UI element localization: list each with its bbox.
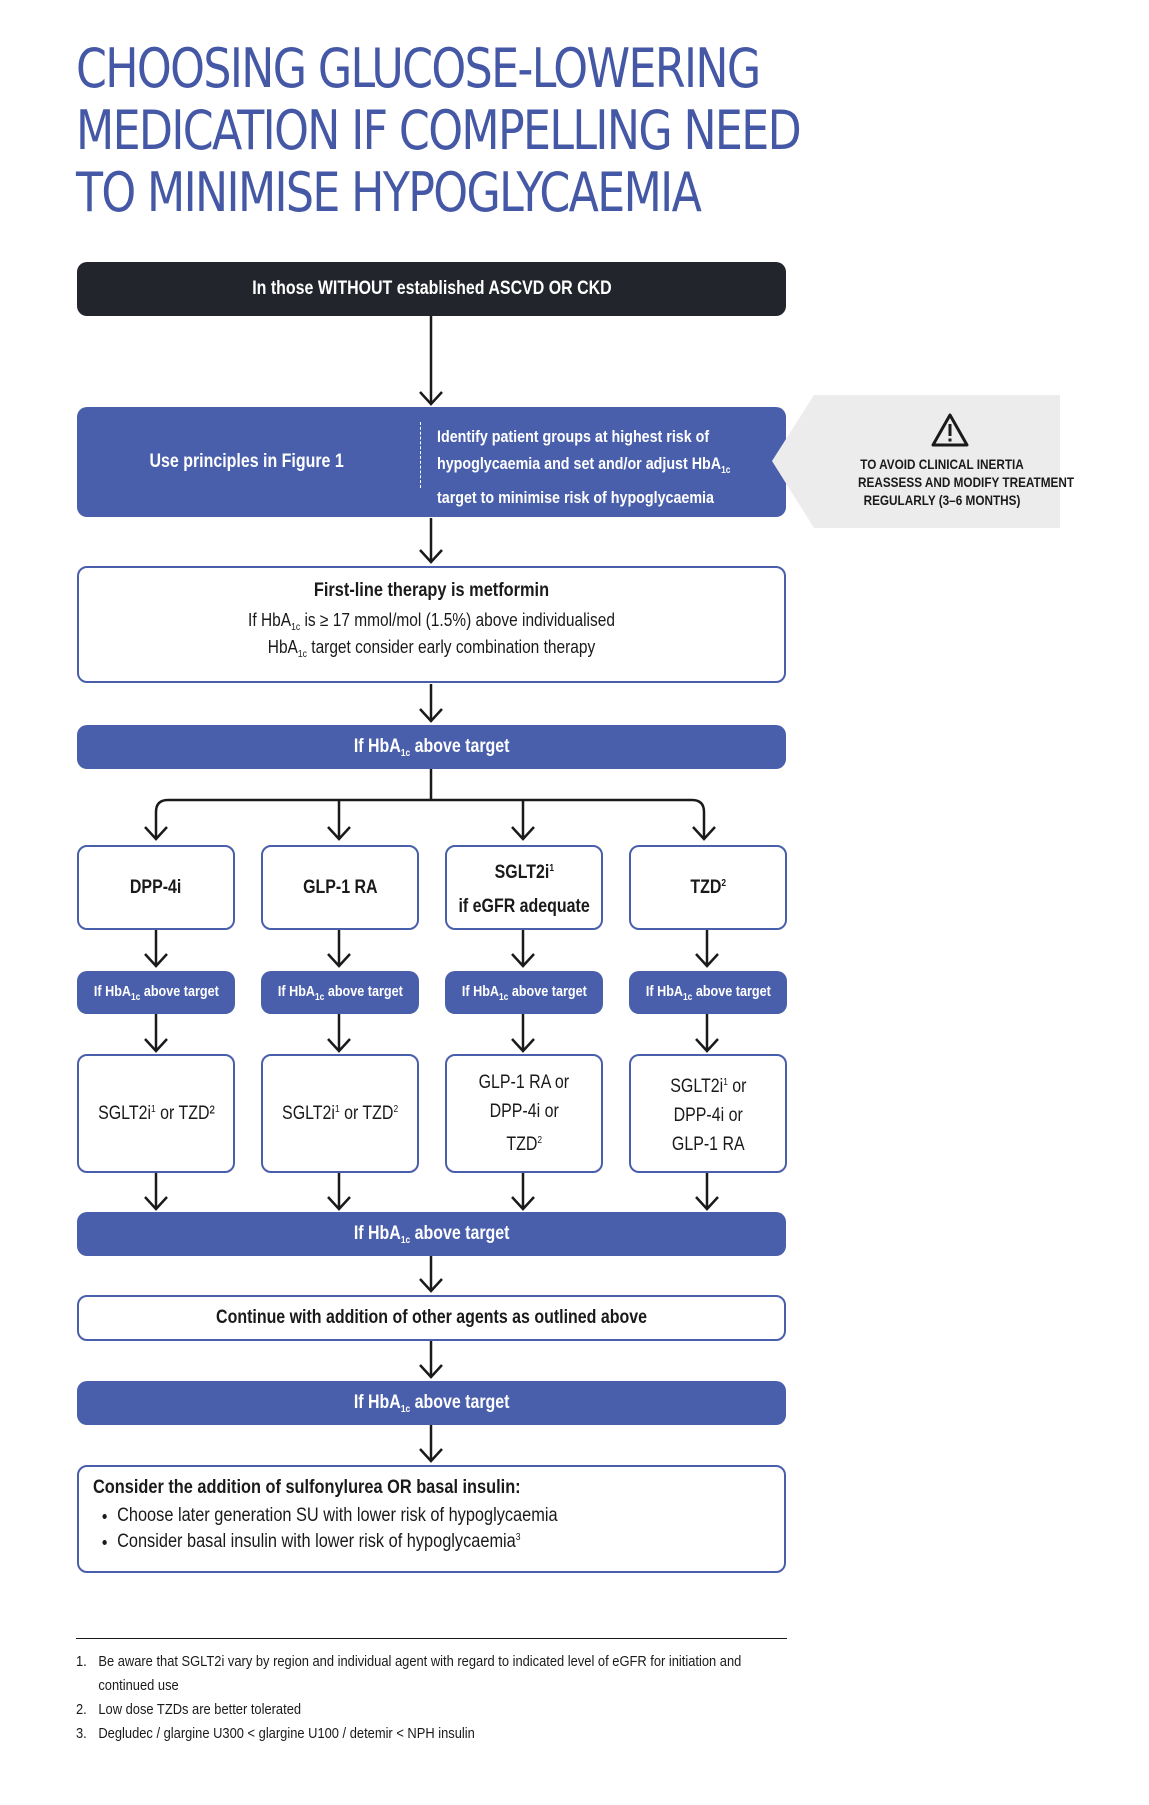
principles-right: Identify patient groups at highest risk … [437,423,777,511]
hba1c-above-target-glp1ra: If HbA1c above target [261,971,419,1014]
inertia-note: TO AVOID CLINICAL INERTIA REASSESS AND M… [772,395,1075,528]
hba1c-above-target-tzd: If HbA1c above target [629,971,787,1014]
footnotes: 1.Be aware that SGLT2i vary by region an… [76,1650,796,1746]
inertia-note-text: TO AVOID CLINICAL INERTIA REASSESS AND M… [858,456,1075,508]
title-line-3: TO MINIMISE HYPOGLYCAEMIA [76,161,702,224]
first-line-detail-1: If HbA1c is ≥ 17 mmol/mol (1.5%) above i… [248,610,615,633]
hba1c-above-target-3: If HbA1c above target [77,1381,786,1425]
principles-left: Use principles in Figure 1 [77,407,417,517]
population-box: In those WITHOUT established ASCVD OR CK… [77,262,786,316]
option-glp1ra: GLP-1 RA [261,845,419,930]
final-bullet-2: Consider basal insulin with lower risk o… [117,1531,781,1553]
first-line-box: First-line therapy is metformin If HbA1c… [77,566,786,683]
arrowhead-2 [419,549,443,564]
continue-box: Continue with addition of other agents a… [77,1295,786,1341]
population-text: In those WITHOUT established ASCVD OR CK… [251,278,612,299]
option-sglt2i: SGLT2i1 if eGFR adequate [445,845,603,930]
final-bullet-1: Choose later generation SU with lower ri… [117,1505,781,1527]
hba1c-above-target-2: If HbA1c above target [77,1212,786,1256]
final-heading: Consider the addition of sulfonylurea OR… [93,1477,521,1498]
principles-divider [420,422,421,488]
first-line-detail-2: HbA1c target consider early combination … [267,637,596,660]
title-line-1: CHOOSING GLUCOSE-LOWERING [76,37,761,100]
hba1c-above-target-dpp4i: If HbA1c above target [77,971,235,1014]
footnote-3: 3.Degludec / glargine U300 < glargine U1… [76,1725,475,1742]
warning-triangle-icon [931,413,969,447]
option-dpp4i: DPP-4i [77,845,235,930]
second-option-dpp4i: SGLT2i1 or TZD² [77,1054,235,1173]
principles-right-line3: target to minimise risk of hypoglycaemia [437,488,714,507]
principles-right-line1: Identify patient groups at highest risk … [437,427,710,446]
first-line-heading: First-line therapy is metformin [313,580,550,601]
principles-right-line2: hypoglycaemia and set and/or adjust HbA1… [437,454,731,476]
second-option-sglt2i: GLP-1 RA or DPP-4i or TZD2 [445,1054,603,1173]
option-tzd: TZD2 [629,845,787,930]
second-option-glp1ra: SGLT2i1 or TZD2 [261,1054,419,1173]
arrowhead-1 [419,391,443,406]
hba1c-above-target-1: If HbA1c above target [77,725,786,769]
principles-box: Use principles in Figure 1 Identify pati… [77,407,786,517]
branch-bar [154,798,706,838]
connector-lines [144,316,719,1463]
note-background [772,395,1060,528]
hba1c-above-target-sglt2i: If HbA1c above target [445,971,603,1014]
footnote-divider [76,1638,787,1639]
footnote-1: 1.Be aware that SGLT2i vary by region an… [76,1653,742,1694]
second-option-tzd: SGLT2i1 or DPP-4i or GLP-1 RA [629,1054,787,1173]
final-recommendation-box: Consider the addition of sulfonylurea OR… [77,1465,786,1573]
arrowhead-3 [419,708,443,723]
footnote-2: 2.Low dose TZDs are better tolerated [76,1701,302,1718]
principles-left-text: Use principles in Figure 1 [149,451,345,472]
